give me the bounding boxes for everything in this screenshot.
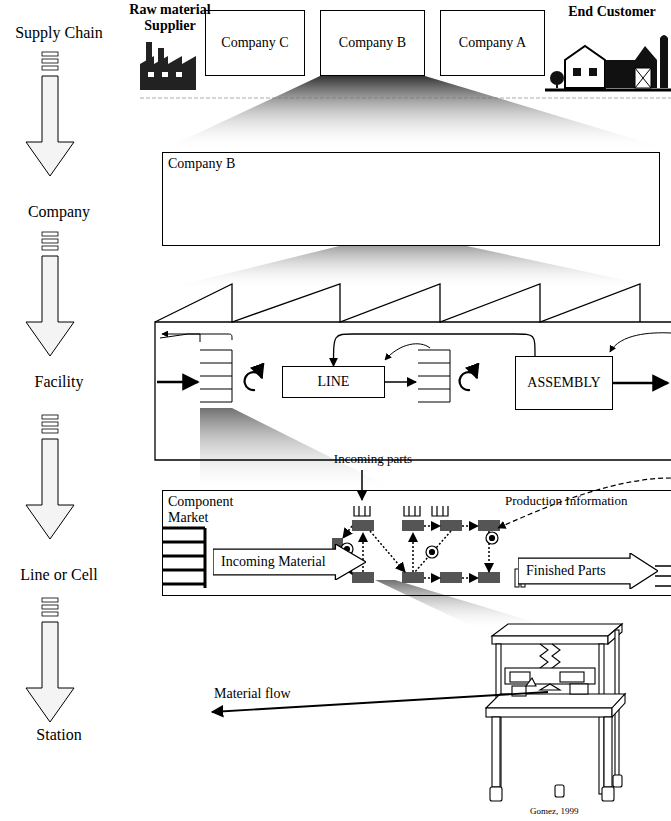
text-label: Gomez, 1999	[530, 806, 600, 816]
text-label: Company	[0, 203, 118, 221]
process-box: Company C	[205, 10, 305, 76]
process-box: LINE	[282, 366, 385, 398]
text-label: Material flow	[214, 686, 334, 702]
text-label: Station	[0, 726, 118, 744]
node-text: Company B	[168, 156, 235, 172]
text-label: Raw material Supplier	[126, 2, 214, 34]
node-text: LINE	[318, 374, 350, 390]
node-text: Component Market	[168, 494, 248, 526]
node-text: Company B	[339, 35, 406, 51]
text-label: Supply Chain	[0, 24, 118, 42]
node-text: Company A	[459, 35, 526, 51]
node-text: Finished Parts	[526, 563, 606, 579]
node-text: Company C	[221, 35, 288, 51]
text-label: End Customer	[556, 4, 668, 20]
text-label: Incoming parts	[318, 452, 428, 467]
text-label: Production Information	[505, 494, 665, 509]
connector	[334, 334, 536, 366]
process-box: ASSEMBLY	[515, 356, 613, 410]
process-box: Company B	[320, 10, 425, 76]
arrow-shape: Incoming Material	[213, 544, 366, 580]
process-box: Company A	[440, 10, 545, 76]
text-label: Facility	[0, 373, 118, 391]
panel: Company B	[162, 152, 660, 246]
node-text: ASSEMBLY	[527, 375, 600, 391]
arrow-shape: Finished Parts	[518, 553, 658, 589]
text-label: Line or Cell	[0, 566, 118, 584]
node-text: Incoming Material	[221, 554, 326, 570]
